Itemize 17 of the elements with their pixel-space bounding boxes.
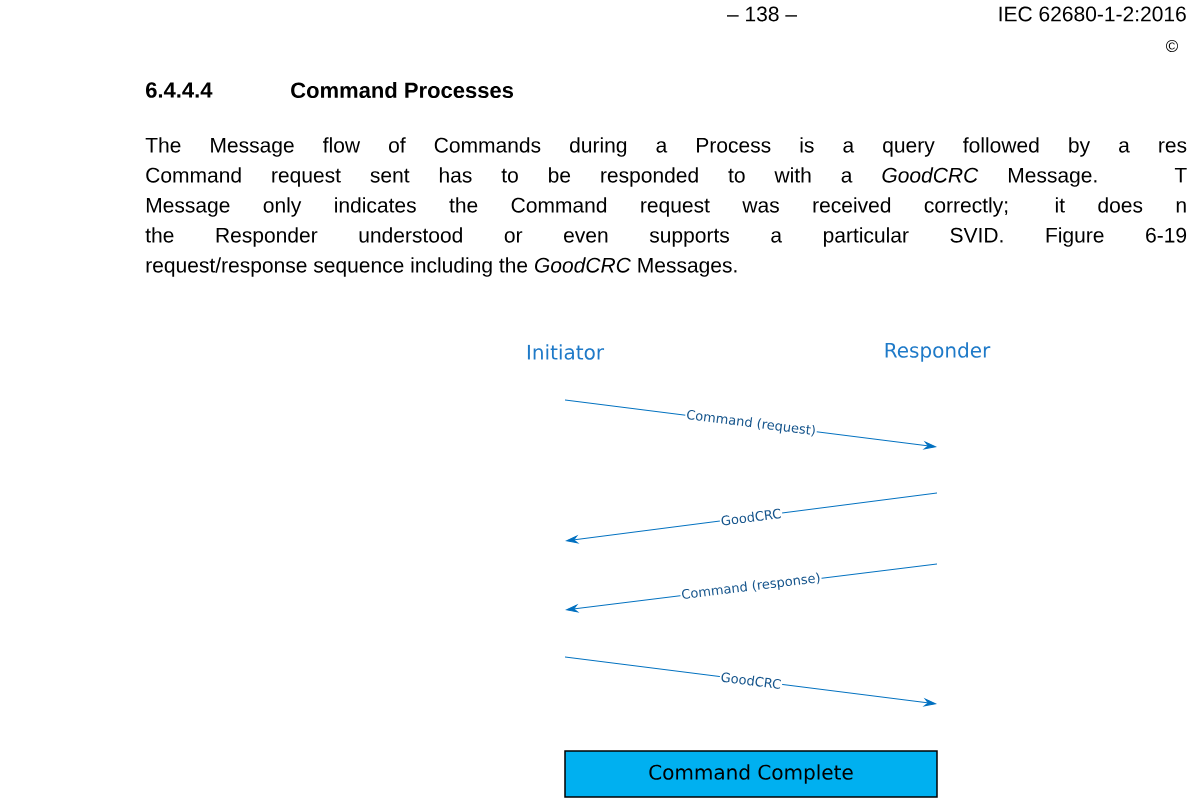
section-number: 6.4.4.4 [146, 82, 213, 98]
body-text-line: The Message flow of Commands during a Process is a query followed by a res [145, 137, 1187, 157]
body-text-line: Message only indicates the Command request was received correctly; it does n [146, 197, 1186, 217]
participant-label: Responder [885, 342, 991, 362]
participant-label: Initiator [527, 344, 605, 360]
page-number: – 138 – [726, 6, 797, 22]
message-label: Command (response) [679, 571, 823, 603]
message-label: GoodCRC [719, 507, 783, 527]
body-text-line: Command request sent has to be responded to with a GoodCRC Message. T [146, 167, 1187, 187]
message-label: GoodCRC [719, 670, 783, 691]
body-text-line: the Responder understood or even supports a particular SVID. Figure 6-19 [145, 227, 1187, 247]
message-label: Command (request) [684, 407, 818, 440]
document-reference: IEC 62680-1-2:2016 [999, 6, 1186, 22]
body-text-line: request/response sequence including the GoodCRC Messages. [146, 257, 737, 277]
status-box: Command Complete [564, 750, 938, 798]
section-heading: Command Processes [291, 81, 514, 99]
copyright-mark: © [1166, 40, 1178, 52]
